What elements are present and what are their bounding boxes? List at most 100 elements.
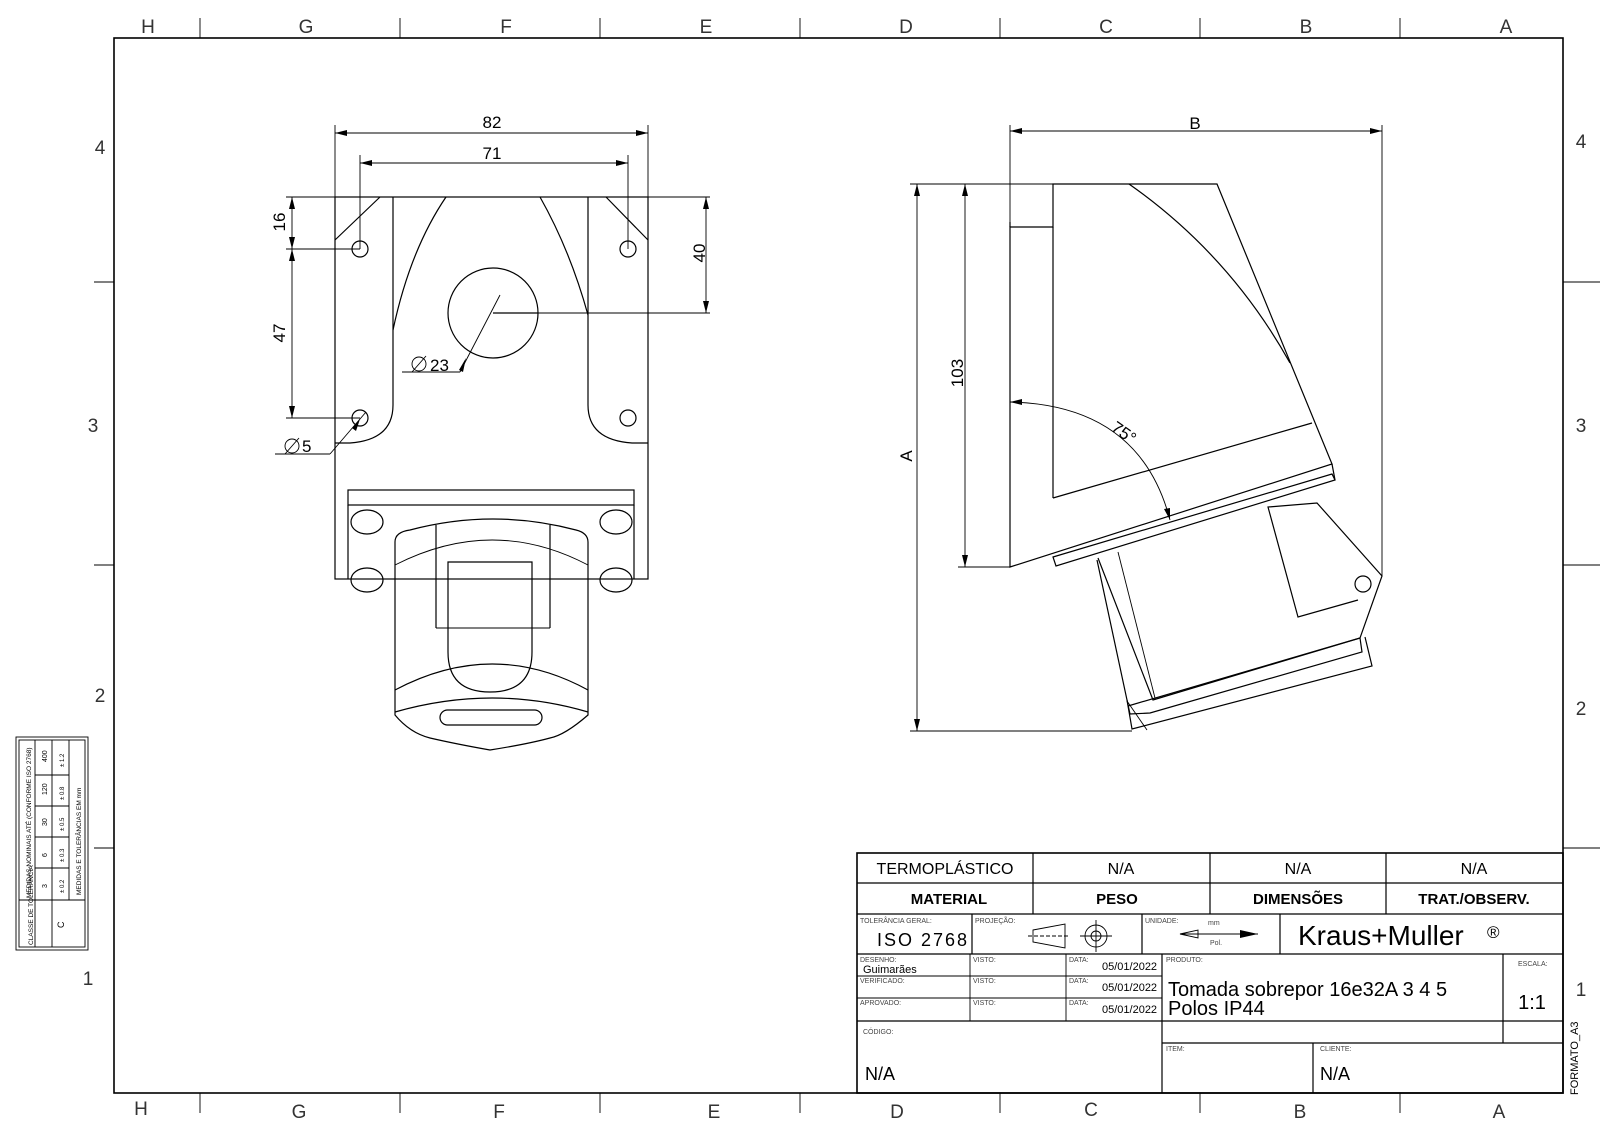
col-label: D <box>890 1102 904 1123</box>
row-label: 4 <box>1576 132 1587 153</box>
side-view <box>1009 183 1383 731</box>
dim-16: 16 <box>270 213 289 232</box>
projecao-label: PROJEÇÃO: <box>975 916 1016 925</box>
col-label: F <box>500 17 512 38</box>
socket-body <box>394 518 589 751</box>
data-value: 05/01/2022 <box>1102 982 1157 994</box>
projection-symbol-icon <box>1028 920 1112 952</box>
dim-dia-5: 5 <box>302 437 311 456</box>
col-label: E <box>708 1102 721 1123</box>
row-label: 1 <box>1576 980 1587 1001</box>
tolerancia-label: TOLERÂNCIA GERAL: <box>860 916 932 925</box>
col-label: B <box>1300 17 1313 38</box>
row-label: 4 <box>95 138 106 159</box>
col-label: F <box>493 1102 505 1123</box>
col-label: G <box>292 1102 307 1123</box>
escala-value: 1:1 <box>1518 992 1546 1014</box>
visto-label: VISTO: <box>973 1000 996 1007</box>
tolerance-table: MEDIDAS NOMINAIS ATÉ (CONFORME ISO 2768)… <box>15 736 89 951</box>
col-label: D <box>899 17 913 38</box>
cliente-label: CLIENTE: <box>1320 1046 1352 1053</box>
unidade-pol: Pol. <box>1210 940 1222 947</box>
hinge-pin <box>1354 575 1372 593</box>
dim-a: A <box>897 450 916 462</box>
tol-title: MEDIDAS NOMINAIS ATÉ (CONFORME ISO 2768) <box>24 748 33 899</box>
front-view-dimensions: 82 71 16 47 40 23 5 <box>270 113 710 456</box>
data-label: DATA: <box>1069 957 1089 964</box>
dim-71: 71 <box>483 144 502 163</box>
tol-value: ± 0.8 <box>60 786 66 800</box>
tol-value: ± 0.3 <box>60 848 66 862</box>
desenho-value: Guimarães <box>863 964 917 976</box>
col-label: H <box>134 1099 148 1120</box>
col-label: G <box>299 17 314 38</box>
tol-footer: MEDIDAS E TOLERÂNCIAS EM mm <box>74 788 83 895</box>
obs-label: TRAT./OBSERV. <box>1418 891 1529 908</box>
tol-nominal: 6 <box>42 853 49 857</box>
peso-value: N/A <box>1108 861 1135 878</box>
dimensoes-value: N/A <box>1285 861 1312 878</box>
registered-mark: ® <box>1487 923 1500 942</box>
produto-line-2: Polos IP44 <box>1168 998 1265 1020</box>
unidade-mm: mm <box>1208 920 1220 927</box>
row-label: 3 <box>88 416 99 437</box>
data-value: 05/01/2022 <box>1102 961 1157 973</box>
tol-nominal: 3 <box>42 884 49 888</box>
row-label: 1 <box>83 969 94 990</box>
material-label: MATERIAL <box>911 891 987 908</box>
dim-dia-23: 23 <box>430 356 449 375</box>
column-ticks <box>199 18 1401 1113</box>
row-ticks <box>94 281 1600 849</box>
column-labels-bottom: H G F E D C B A <box>134 1099 1506 1123</box>
data-value: 05/01/2022 <box>1102 1004 1157 1016</box>
aprovado-label: APROVADO: <box>860 1000 901 1007</box>
front-view <box>334 196 649 751</box>
tol-class-label: CLASSE DE TOLERÂNCIA <box>26 865 35 945</box>
obs-value: N/A <box>1461 861 1488 878</box>
peso-label: PESO <box>1096 891 1138 908</box>
row-label: 3 <box>1576 416 1587 437</box>
col-label: A <box>1500 17 1513 38</box>
visto-label: VISTO: <box>973 957 996 964</box>
unit-arrow-icon <box>1179 929 1258 939</box>
produto-label: PRODUTO: <box>1166 957 1203 964</box>
socket-lid <box>447 561 533 693</box>
data-label: DATA: <box>1069 1000 1089 1007</box>
dim-b: B <box>1189 114 1200 133</box>
mounting-hole <box>619 409 637 427</box>
cliente-value: N/A <box>1320 1064 1350 1084</box>
col-label: H <box>141 17 155 38</box>
data-label: DATA: <box>1069 978 1089 985</box>
column-labels-top: H G F E D C B A <box>141 17 1513 38</box>
row-labels-left: 4 3 2 1 <box>83 138 106 990</box>
side-lid <box>1127 502 1383 707</box>
desenho-label: DESENHO: <box>860 957 897 964</box>
codigo-label: CÓDIGO: <box>863 1027 893 1036</box>
socket-slot <box>439 709 543 726</box>
row-labels-right: 4 3 2 1 <box>1576 132 1587 1001</box>
verificado-label: VERIFICADO: <box>860 978 905 985</box>
drawing-frame <box>113 37 1564 1094</box>
col-label: E <box>700 17 713 38</box>
tol-value: ± 1.2 <box>60 753 66 767</box>
col-label: C <box>1099 17 1113 38</box>
codigo-value: N/A <box>865 1064 895 1084</box>
dim-angle: 75° <box>1108 418 1140 448</box>
tol-nominal: 400 <box>42 750 49 762</box>
side-body-outline <box>1009 183 1333 568</box>
escala-label: ESCALA: <box>1518 961 1548 968</box>
tol-value: ± 0.5 <box>60 817 66 831</box>
tol-nominal: 120 <box>42 783 49 795</box>
tolerancia-value: ISO 2768 <box>877 930 969 950</box>
dim-47: 47 <box>270 324 289 343</box>
sheet-format-label: FORMATO_A3 <box>1569 1021 1581 1095</box>
dimensoes-label: DIMENSÕES <box>1253 890 1343 908</box>
tol-nominal: 30 <box>42 818 49 826</box>
material-value: TERMOPLÁSTICO <box>877 859 1014 878</box>
item-label: ITEM: <box>1166 1046 1185 1053</box>
dim-82: 82 <box>483 113 502 132</box>
row-label: 2 <box>95 686 106 707</box>
dim-40: 40 <box>690 244 709 263</box>
col-label: A <box>1493 1102 1506 1123</box>
